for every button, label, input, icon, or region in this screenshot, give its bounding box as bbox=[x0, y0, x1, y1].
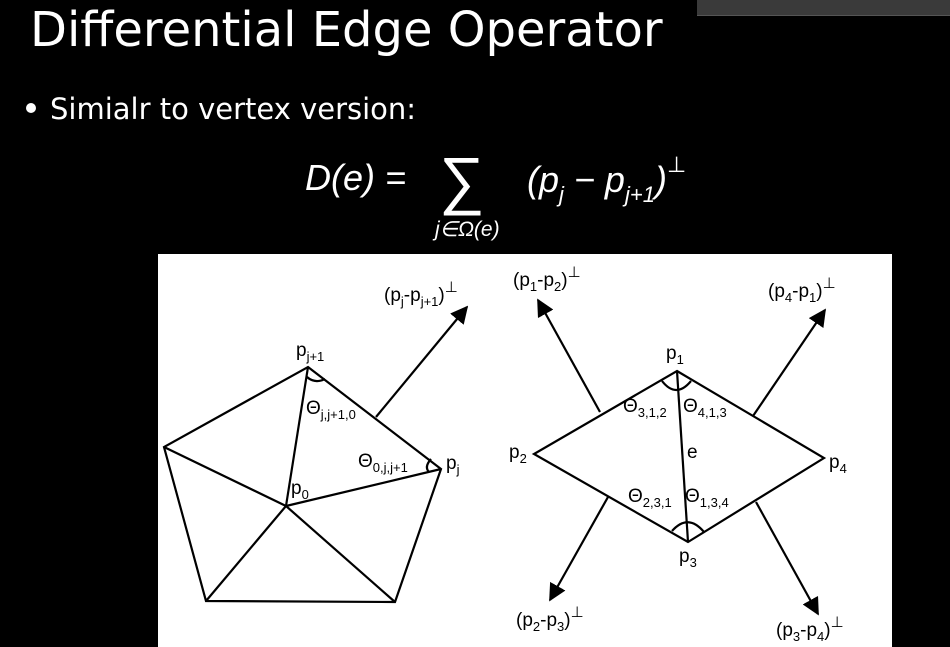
diagram-figure: pj+1 pj p0 Θj,j+1,0 Θ0,j,j+1 (pj-pj+1)⊥ … bbox=[158, 254, 892, 647]
diagram-svg: pj+1 pj p0 Θj,j+1,0 Θ0,j,j+1 (pj-pj+1)⊥ … bbox=[162, 264, 847, 644]
bullet-dot-icon bbox=[26, 103, 36, 113]
label-p4: p4 bbox=[829, 452, 847, 476]
arrow-p3p4 bbox=[755, 501, 819, 616]
label-p1: p1 bbox=[666, 343, 684, 367]
right-labels: p1 p2 p3 p4 e Θ3,1,2 Θ4,1,3 Θ2,3,1 Θ1,3,… bbox=[509, 264, 847, 644]
edge-p0-v4 bbox=[205, 505, 287, 602]
formula-subscript: j∈Ω(e) bbox=[432, 218, 500, 241]
pentagon-outline bbox=[162, 365, 443, 604]
edge-p0-pj1 bbox=[284, 366, 310, 507]
label-theta-312: Θ3,1,2 bbox=[623, 396, 667, 420]
arrow-p1p2 bbox=[537, 298, 601, 413]
left-labels: pj+1 pj p0 Θj,j+1,0 Θ0,j,j+1 (pj-pj+1)⊥ bbox=[291, 279, 460, 502]
formula-sigma: ∑ bbox=[439, 144, 485, 216]
label-theta-134: Θ1,3,4 bbox=[685, 486, 729, 510]
edge-p0-v3 bbox=[285, 505, 396, 603]
bullet-text: Simialr to vertex version: bbox=[50, 92, 417, 126]
formula-lhs: D(e) = bbox=[305, 157, 406, 198]
label-theta-413: Θ4,1,3 bbox=[683, 396, 727, 420]
label-arrow-12: (p1-p2)⊥ bbox=[513, 264, 581, 294]
formula-term: (pj − pj+1)⊥ bbox=[527, 152, 686, 207]
left-diagram bbox=[162, 305, 469, 604]
label-arrow-34: (p3-p4)⊥ bbox=[776, 614, 844, 644]
label-p3: p3 bbox=[679, 546, 697, 570]
window-bar bbox=[697, 0, 950, 16]
formula-svg: D(e) = ∑ j∈Ω(e) (pj − pj+1)⊥ bbox=[305, 144, 686, 241]
label-p2: p2 bbox=[509, 442, 527, 466]
formula: D(e) = ∑ j∈Ω(e) (pj − pj+1)⊥ bbox=[305, 140, 765, 250]
bullet-item: Simialr to vertex version: bbox=[26, 92, 416, 126]
angle-arc-p3 bbox=[671, 521, 705, 533]
label-pj: pj bbox=[446, 453, 460, 477]
label-theta-b: Θ0,j,j+1 bbox=[358, 451, 408, 475]
arrow-p2p3 bbox=[549, 496, 609, 602]
label-arrow-left: (pj-pj+1)⊥ bbox=[384, 279, 458, 309]
edge-p0-v5 bbox=[163, 446, 287, 507]
label-edge-e: e bbox=[687, 442, 698, 463]
angle-arc-pj bbox=[425, 458, 432, 473]
label-pj1: pj+1 bbox=[296, 340, 324, 364]
label-theta-231: Θ2,3,1 bbox=[628, 486, 672, 510]
label-theta-a: Θj,j+1,0 bbox=[306, 398, 356, 422]
label-arrow-23: (p2-p3)⊥ bbox=[516, 604, 584, 634]
angle-arc-pj1 bbox=[306, 376, 326, 383]
right-diagram bbox=[531, 298, 827, 616]
label-p0: p0 bbox=[291, 478, 309, 502]
edge-e bbox=[675, 370, 690, 543]
label-arrow-41: (p4-p1)⊥ bbox=[768, 275, 836, 305]
arrow-p4p1 bbox=[752, 308, 826, 417]
angle-arc-p1 bbox=[661, 380, 692, 392]
slide-title: Differential Edge Operator bbox=[30, 2, 663, 58]
arrow-perp-left bbox=[375, 305, 469, 418]
edge-p0-pj bbox=[285, 467, 442, 508]
